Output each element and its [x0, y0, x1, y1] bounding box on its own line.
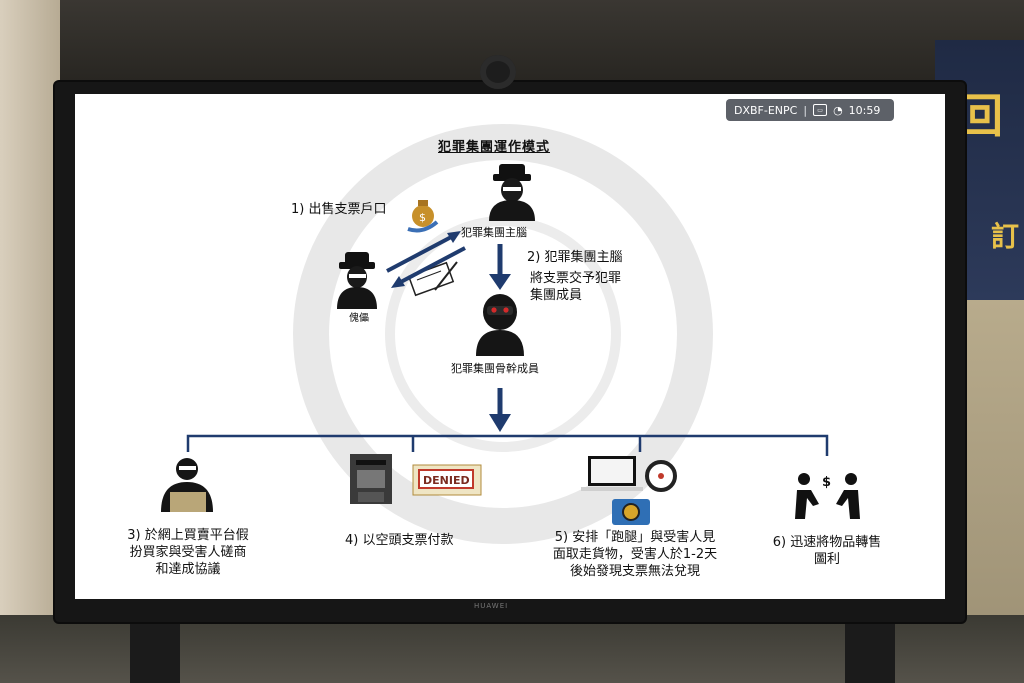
page-title: 犯罪集團運作模式: [438, 140, 551, 155]
step3-label: 3) 於網上買賣平台假 扮買家與受害人磋商 和達成協議: [127, 528, 249, 577]
core-member-icon: [476, 294, 524, 356]
handover-money-icon: $: [795, 473, 860, 519]
denied-stamp-text: DENIED: [423, 474, 470, 487]
step2-detail: 將支票交予犯罪 集團成員: [530, 271, 622, 303]
svg-text:$: $: [822, 475, 831, 490]
money-bag-icon: $: [407, 200, 439, 233]
step6-label: 6) 迅速將物品轉售 圖利: [772, 535, 882, 567]
step5-label: 5) 安排「跑腿」與受害人見 面取走貨物，受害人於1-2天 後始發現支票無法兌現: [552, 530, 718, 579]
puppet-label: 傀儡: [349, 313, 369, 324]
arrow-core-to-tree: [489, 388, 511, 432]
monitor-stand-left: [130, 620, 180, 683]
core-member-label: 犯罪集團骨幹成員: [451, 362, 539, 375]
room-wall-left: [0, 0, 60, 683]
webcam: [480, 55, 516, 89]
status-separator: |: [803, 103, 808, 117]
presentation-screen: DXBF-ENPC | ▭ ◔ 10:59 犯罪集團運作模式 $: [75, 94, 945, 599]
status-bar: DXBF-ENPC | ▭ ◔ 10:59: [726, 99, 894, 121]
step2-heading: 2) 犯罪集團主腦: [527, 250, 623, 265]
flow-diagram: $: [161, 164, 860, 525]
svg-text:$: $: [419, 211, 426, 224]
step1-label: 1) 出售支票戶口: [291, 202, 387, 217]
branch-tree: [186, 434, 829, 456]
screen-share-icon[interactable]: ▭: [813, 104, 828, 116]
puppet-icon: [337, 252, 377, 309]
monitor-brand: HUAWEI: [474, 602, 509, 610]
exchange-arrows: [386, 231, 466, 288]
network-icon[interactable]: ◔: [833, 103, 843, 117]
clock-time: 10:59: [848, 103, 881, 117]
hacker-laptop-icon: [161, 458, 213, 512]
banner-char-2: 訂: [991, 220, 1020, 253]
denied-stamp-icon: DENIED: [412, 464, 482, 496]
monitor-stand-right: [845, 620, 895, 683]
device-id: DXBF-ENPC: [734, 103, 798, 117]
goods-icon: [581, 456, 677, 525]
boss-label: 犯罪集團主腦: [461, 226, 527, 239]
atm-icon: [350, 454, 392, 504]
step4-label: 4) 以空頭支票付款: [345, 533, 454, 548]
arrow-boss-to-core: [489, 244, 511, 290]
boss-icon: [489, 164, 535, 221]
